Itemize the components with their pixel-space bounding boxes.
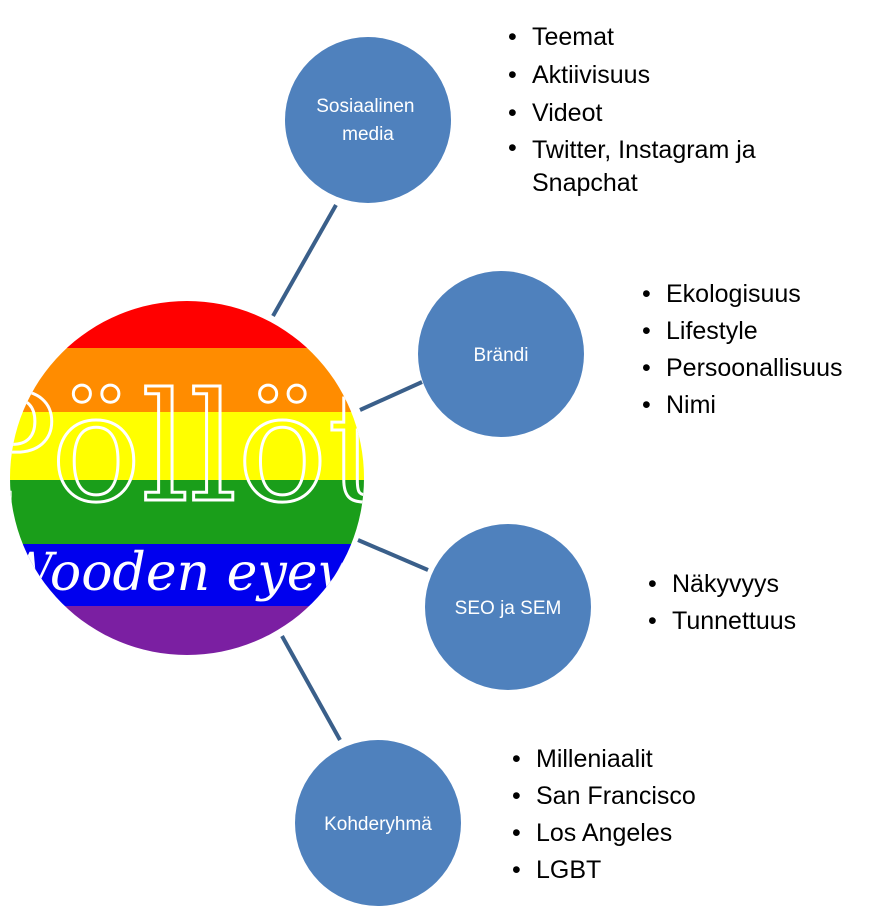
bullet-item: Twitter, Instagram ja Snapchat [506,132,836,200]
bullet-item: Tunnettuus [646,603,866,640]
node-brand-label: Brändi [474,345,529,366]
connector-seo-sem [357,538,429,572]
target-group-bullet-list: Milleniaalit San Francisco Los Angeles L… [510,741,760,889]
bullet-item: Ekologisuus [640,276,869,313]
connector-social-media [271,204,338,317]
connector-brand [359,380,423,412]
node-brand: Brändi [418,271,584,437]
logo-stripe [10,544,364,606]
social-media-bullet-list: Teemat Aktiivisuus Videot Twitter, Insta… [506,18,836,200]
bullet-item: Los Angeles [510,815,760,852]
connector-target-group [280,635,342,741]
node-seo-sem: SEO ja SEM [425,524,591,690]
bullet-item: Milleniaalit [510,741,760,778]
node-target-group: Kohderyhmä [295,740,461,906]
brand-bullet-list: Ekologisuus Lifestyle Persoonallisuus Ni… [640,276,869,424]
bullet-item: San Francisco [510,778,760,815]
node-seo-sem-label: SEO ja SEM [455,598,562,619]
bullet-item: Näkyvyys [646,566,866,603]
bullet-item: Videot [506,94,836,132]
node-social-media: Sosiaalinen media [285,37,451,203]
seo-sem-bullet-list: Näkyvyys Tunnettuus [646,566,866,640]
bullet-item: Persoonallisuus [640,350,869,387]
logo-circle: Pöllöt Wooden eyewear [0,301,452,655]
node-target-group-label: Kohderyhmä [324,814,432,835]
logo-stripe [10,301,364,348]
bullet-item: Lifestyle [640,313,869,350]
node-social-media-label: Sosiaalinen media [316,96,420,145]
bullet-item: Teemat [506,18,836,56]
logo-stripe [10,606,364,655]
logo-subtitle: Wooden eyewear [0,543,452,603]
logo-stripe [10,412,364,480]
logo-title: Pöllöt [0,362,388,536]
logo-stripe [10,348,364,412]
bullet-item: Aktiivisuus [506,56,836,94]
bullet-item: LGBT [510,852,760,889]
logo-stripe [10,480,364,544]
bullet-item: Nimi [640,387,869,424]
